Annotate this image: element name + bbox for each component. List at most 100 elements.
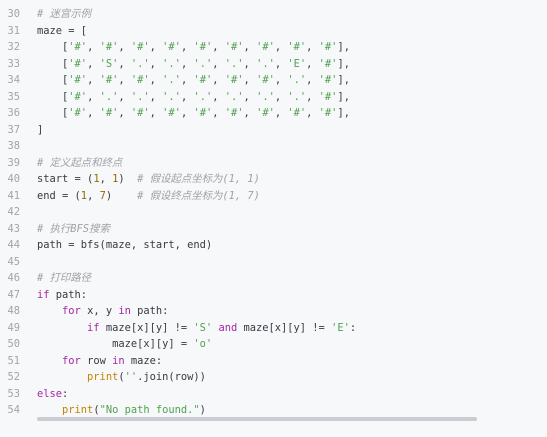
code-line[interactable]: 33 ['#', 'S', '.', '.', '.', '.', '.', '…	[0, 56, 547, 73]
line-content[interactable]: ['#', '#', '#', '#', '#', '#', '#', '#',…	[37, 105, 350, 122]
code-line[interactable]: 34 ['#', '#', '#', '.', '#', '#', '#', '…	[0, 72, 547, 89]
code-token-plain: maze[x][y] =	[37, 338, 194, 350]
line-number: 33	[7, 57, 20, 70]
code-token-plain	[37, 322, 87, 334]
code-token-plain: ,	[306, 107, 319, 119]
code-token-str: '#'	[99, 74, 119, 86]
code-token-plain: ,	[306, 74, 319, 86]
code-token-plain: ,	[180, 57, 194, 70]
code-token-plain: )	[118, 173, 138, 185]
code-line[interactable]: 50 maze[x][y] = 'o'	[0, 336, 547, 353]
code-token-plain	[37, 305, 62, 317]
code-token-plain: ]	[37, 123, 44, 136]
line-content[interactable]: if path:	[37, 287, 87, 304]
line-content[interactable]: # 迷宫示例	[37, 6, 91, 23]
code-token-plain: ,	[118, 41, 131, 53]
line-content[interactable]: print(''.join(row))	[37, 369, 206, 386]
code-line[interactable]: 30# 迷宫示例	[0, 6, 547, 23]
code-token-str: '.'	[224, 90, 244, 103]
code-token-str: '.'	[256, 90, 275, 103]
code-token-kw: if	[37, 288, 50, 301]
code-token-str: '.'	[162, 57, 181, 70]
code-line[interactable]: 35 ['#', '.', '.', '.', '.', '.', '.', '…	[0, 89, 547, 106]
code-token-str: '.'	[287, 90, 307, 103]
scrollbar-thumb[interactable]	[37, 417, 477, 421]
code-token-plain: path:	[49, 288, 88, 301]
code-token-plain: ,	[180, 74, 194, 86]
code-line[interactable]: 48 for x, y in path:	[0, 303, 547, 320]
code-line[interactable]: 38	[0, 138, 547, 155]
line-content[interactable]: ['#', '.', '.', '.', '.', '.', '.', '.',…	[37, 89, 350, 106]
code-line[interactable]: 49 if maze[x][y] != 'S' and maze[x][y] !…	[0, 320, 547, 337]
code-token-str: '#'	[256, 41, 275, 53]
line-number: 37	[7, 123, 20, 136]
line-number: 54	[7, 404, 20, 416]
code-token-str: 'S'	[193, 321, 213, 334]
line-content[interactable]: ]	[37, 122, 43, 139]
line-content[interactable]: end = (1, 7) # 假设终点坐标为(1, 7)	[37, 188, 260, 205]
line-number: 40	[7, 173, 20, 185]
code-token-str: '.'	[287, 74, 307, 86]
code-line[interactable]: 52 print(''.join(row))	[0, 369, 547, 386]
code-token-plain: ,	[180, 107, 194, 119]
line-content[interactable]: # 定义起点和终点	[37, 155, 122, 172]
code-token-str: '#'	[318, 57, 338, 70]
line-content[interactable]: for row in maze:	[37, 353, 162, 370]
code-line[interactable]: 42	[0, 204, 547, 221]
line-content[interactable]: ['#', 'S', '.', '.', '.', '.', '.', 'E',…	[37, 56, 350, 73]
line-number: 38	[7, 140, 20, 152]
line-number: 43	[7, 222, 20, 235]
line-content[interactable]: ['#', '#', '#', '#', '#', '#', '#', '#',…	[37, 39, 350, 56]
code-token-plain: ,	[149, 107, 163, 119]
line-content[interactable]: else:	[37, 386, 68, 403]
code-line[interactable]: 32 ['#', '#', '#', '#', '#', '#', '#', '…	[0, 39, 547, 56]
code-line[interactable]: 51 for row in maze:	[0, 353, 547, 370]
code-token-plain: ,	[274, 74, 288, 86]
code-token-plain: ,	[243, 41, 257, 53]
line-content[interactable]: start = (1, 1) # 假设起点坐标为(1, 1)	[37, 171, 260, 188]
code-token-kw: if	[87, 321, 100, 334]
line-content[interactable]: maze[x][y] = 'o'	[37, 336, 212, 353]
code-token-str: '#'	[68, 41, 88, 53]
code-line[interactable]: 40 start = (1, 1) # 假设起点坐标为(1, 1)	[0, 171, 547, 188]
line-content[interactable]: path = bfs(maze, start, end)	[37, 237, 212, 254]
code-token-str: 'E'	[287, 57, 307, 70]
code-line[interactable]: 43 # 执行BFS搜索	[0, 221, 547, 238]
code-token-plain: )	[199, 404, 206, 416]
code-token-str: '.'	[130, 90, 150, 103]
code-line[interactable]: 36 ['#', '#', '#', '#', '#', '#', '#', '…	[0, 105, 547, 122]
code-line[interactable]: 39# 定义起点和终点	[0, 155, 547, 172]
code-token-str: '#'	[224, 107, 244, 119]
line-content[interactable]: for x, y in path:	[37, 303, 168, 320]
code-token-comment: # 假设终点坐标为(1, 7)	[137, 189, 260, 202]
line-number: 49	[7, 321, 20, 334]
horizontal-scrollbar[interactable]	[37, 417, 477, 421]
line-content[interactable]: maze = [	[37, 23, 87, 40]
code-line[interactable]: 45	[0, 254, 547, 271]
code-token-plain: x, y	[80, 305, 119, 317]
line-content[interactable]: if maze[x][y] != 'S' and maze[x][y] != '…	[37, 320, 356, 337]
code-token-kw: else	[37, 387, 63, 400]
code-token-str: '#'	[318, 90, 338, 103]
line-content[interactable]: # 执行BFS搜索	[37, 221, 110, 238]
code-token-plain: ],	[337, 74, 350, 86]
code-line[interactable]: 46# 打印路径	[0, 270, 547, 287]
code-line[interactable]: 37]	[0, 122, 547, 139]
code-token-kw: in	[118, 305, 131, 317]
line-content[interactable]: ['#', '#', '#', '.', '#', '#', '#', '.',…	[37, 72, 350, 89]
code-token-str: '.'	[162, 90, 181, 103]
code-line[interactable]: 54 print("No path found.")	[0, 402, 547, 419]
line-number: 34	[7, 74, 20, 86]
code-token-str: '#'	[256, 107, 275, 119]
line-content[interactable]: print("No path found.")	[37, 402, 206, 419]
line-content[interactable]: # 打印路径	[37, 270, 91, 287]
code-token-plain: ,	[149, 74, 163, 86]
code-token-str: ''	[124, 371, 138, 383]
